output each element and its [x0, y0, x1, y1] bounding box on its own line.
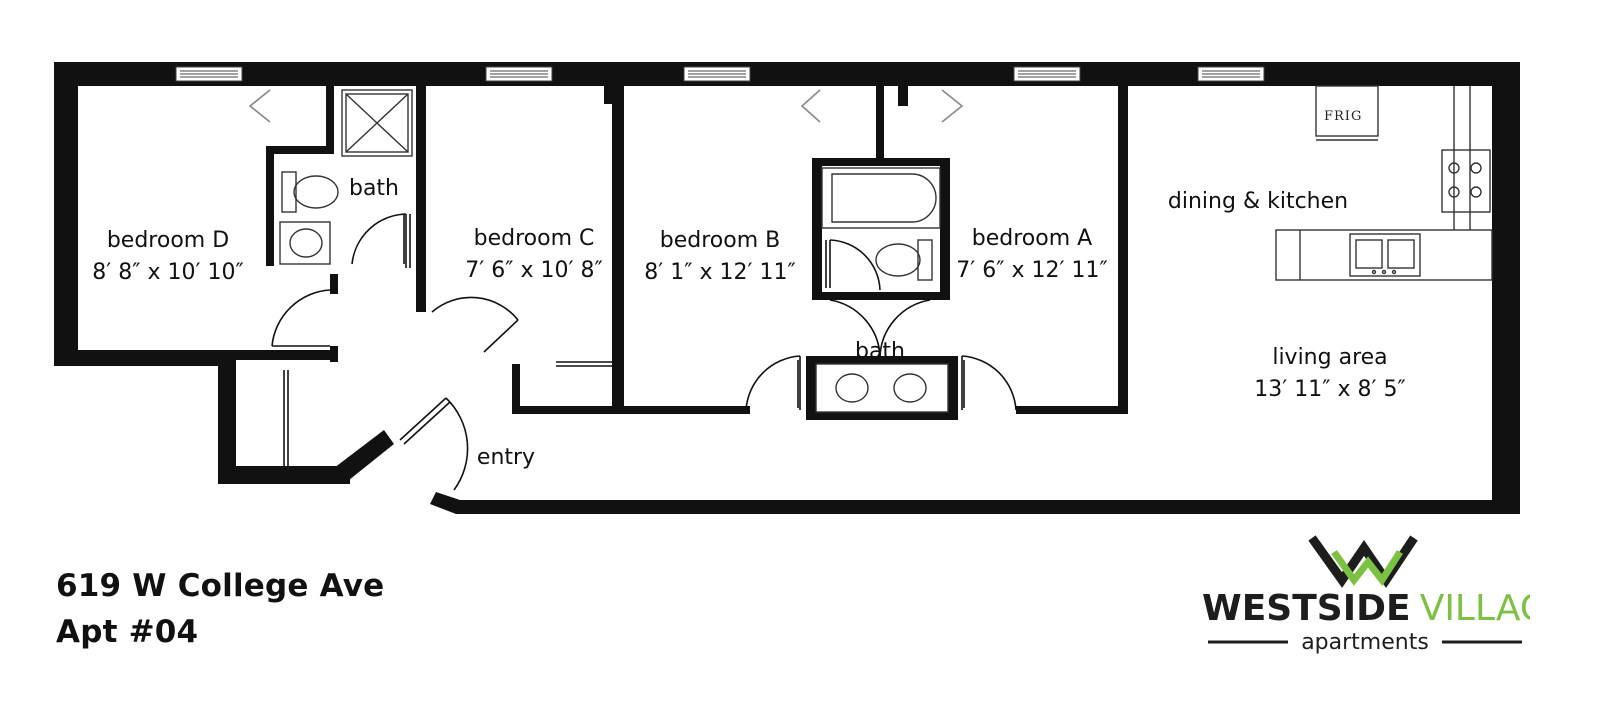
exterior-walls	[54, 62, 1520, 514]
westside-village-logo: WESTSIDE VILLAGE apartments	[1202, 535, 1530, 655]
shower-icon	[341, 89, 413, 157]
toilet-icon	[281, 171, 339, 213]
address-line-1: 619 W College Ave	[56, 568, 385, 604]
brand-westside: WESTSIDE	[1202, 588, 1411, 629]
bedroom-d-size: 8′ 8″ x 10′ 10″	[92, 260, 243, 285]
frig-label: FRIG	[1324, 109, 1362, 124]
brand-subtitle: apartments	[1301, 630, 1429, 655]
bedroom-a-size: 7′ 6″ x 12′ 11″	[956, 258, 1107, 283]
sink-icon	[279, 221, 331, 265]
bedroom-c-size: 7′ 6″ x 10′ 8″	[465, 258, 602, 283]
address-line-2: Apt #04	[56, 614, 199, 650]
fixtures	[279, 85, 1493, 413]
living-area-size: 13′ 11″ x 8′ 5″	[1254, 377, 1405, 402]
stove-icon	[1441, 149, 1491, 213]
bedroom-b-size: 8′ 1″ x 12′ 11″	[644, 260, 795, 285]
bath-1-label: bath	[349, 176, 399, 201]
bathtub-icon	[821, 167, 941, 229]
brand-village: VILLAGE	[1420, 588, 1530, 629]
toilet-icon	[875, 239, 933, 281]
bedroom-b-name: bedroom B	[660, 228, 780, 253]
fridge-icon	[1315, 85, 1379, 141]
ww-mark-icon	[1308, 535, 1418, 589]
kitchen-sink-icon	[1349, 233, 1421, 277]
kitchen-counter	[1275, 86, 1493, 281]
living-area-name: living area	[1272, 345, 1387, 370]
bath-2-label: bath	[855, 339, 905, 364]
vanity-sink-icon	[815, 363, 949, 413]
closet-markers	[248, 89, 964, 123]
interior-walls	[236, 86, 1128, 420]
windows	[175, 66, 1265, 82]
bedroom-a-name: bedroom A	[972, 226, 1092, 251]
brand-name-dark: WESTSIDE VILLAGE	[1202, 588, 1530, 629]
bedroom-c-name: bedroom C	[474, 226, 595, 251]
entry-label: entry	[477, 445, 535, 470]
door-swings	[271, 213, 1017, 491]
dining-kitchen-label: dining & kitchen	[1168, 189, 1348, 214]
bedroom-d-name: bedroom D	[107, 228, 229, 253]
